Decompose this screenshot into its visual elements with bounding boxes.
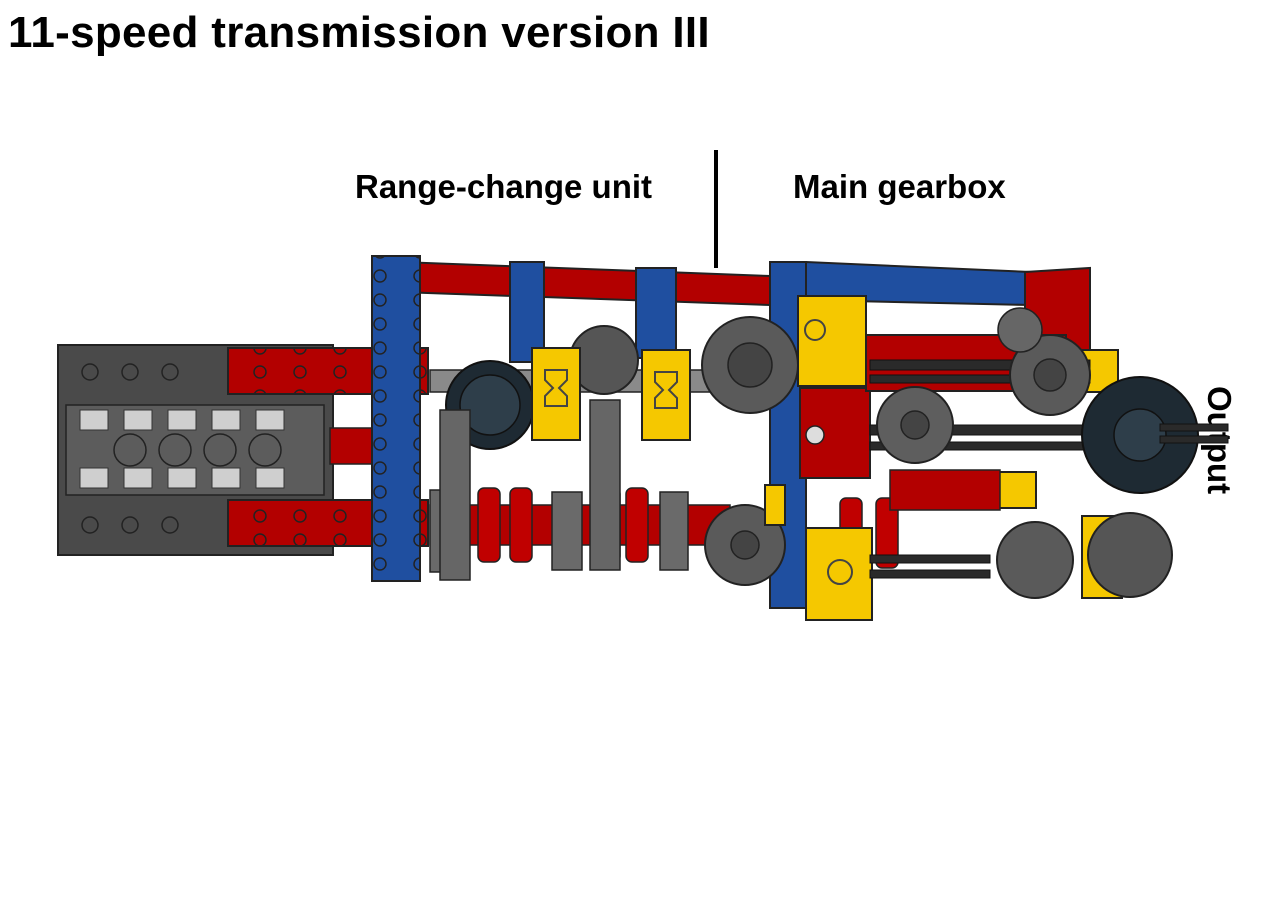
upper-gears xyxy=(429,316,799,586)
output-shaft xyxy=(1159,423,1229,444)
main-gearbox-label: Main gearbox xyxy=(793,168,1006,205)
section-divider xyxy=(714,150,718,268)
blue-beams xyxy=(371,255,1091,609)
connector-details xyxy=(544,319,853,585)
range-change-unit-label: Range-change unit xyxy=(355,168,653,205)
main-gears xyxy=(876,307,1199,599)
page-title: 11-speed transmission version III xyxy=(8,8,710,57)
main-shafts xyxy=(869,359,1101,579)
